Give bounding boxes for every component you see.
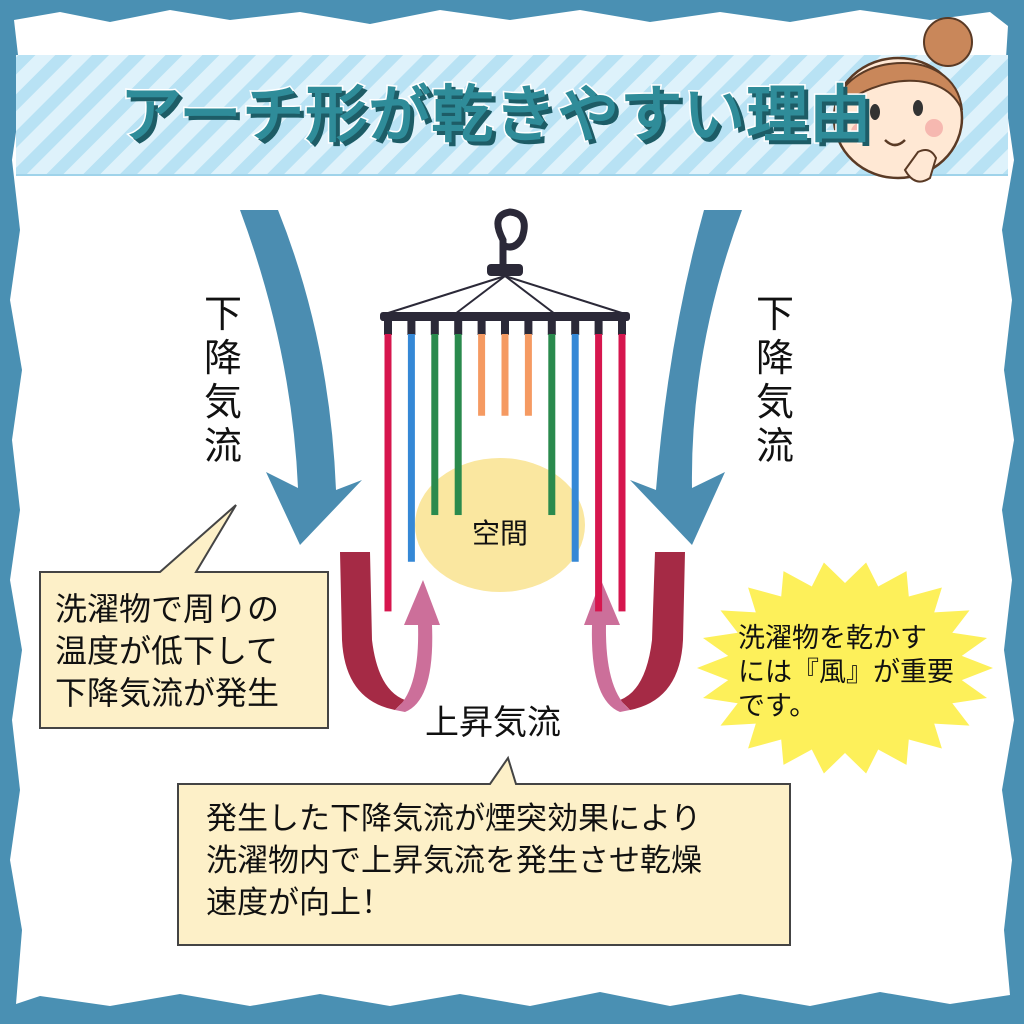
upflow-arrow-right-head [584, 580, 630, 712]
laundry-bar [595, 334, 603, 612]
hanger-clip [571, 321, 580, 335]
space-label: 空間 [472, 517, 529, 550]
hanger-clip [594, 321, 603, 335]
hanger-clip [501, 321, 509, 335]
laundry-bar [454, 334, 462, 516]
laundry-bar [431, 334, 439, 516]
left-bubble-line: 温度が低下して [55, 632, 279, 670]
hanger-clip [477, 321, 486, 335]
downflow-arrow-left [240, 210, 362, 545]
bottom-bubble-text: 発生した下降気流が煙突効果により 洗濯物内で上昇気流を発生させ乾燥 速度が向上！ [206, 798, 702, 924]
left-bubble-text: 洗濯物で周りの 温度が低下して 下降気流が発生 [55, 588, 279, 714]
hanger-clip [430, 321, 439, 335]
bottom-bubble-shape [177, 755, 791, 946]
hanger-clip [618, 321, 626, 335]
laundry-bar [524, 334, 532, 416]
burst-line: です。 [738, 691, 817, 722]
laundry-bar [478, 334, 486, 416]
upflow-label: 上昇気流 [425, 703, 561, 743]
bottom-bubble-line: 発生した下降気流が煙突効果により [206, 801, 702, 837]
burst-text: 洗濯物を乾かす には『風』が重要 です。 [738, 622, 954, 724]
mascot-girl-icon [832, 17, 973, 183]
upflow-arrow-left-head [395, 580, 440, 712]
laundry-bar [384, 334, 392, 612]
bottom-bubble-line: 速度が向上！ [206, 885, 392, 921]
burst-line: には『風』が重要 [738, 657, 954, 688]
hanger-clip [547, 321, 556, 335]
downflow-arrow-right [630, 210, 742, 545]
laundry-bar [571, 334, 579, 562]
left-bubble-line: 下降気流が発生 [55, 674, 280, 712]
arch-hanger [380, 208, 630, 612]
burst-shape [697, 562, 993, 774]
upflow-arrow-right [620, 552, 685, 710]
downflow-label-right: 下降気流 [755, 292, 794, 468]
hanger-clip [407, 321, 416, 335]
left-bubble-shape [39, 504, 329, 729]
burst-line: 洗濯物を乾かす [738, 623, 927, 654]
bottom-bubble-line: 洗濯物内で上昇気流を発生させ乾燥 [206, 843, 702, 879]
hanger-clip [384, 321, 392, 335]
laundry-bar [618, 334, 626, 612]
page-title: アーチ形が乾きやすい理由 [119, 77, 873, 153]
upflow-arrow-left [340, 552, 405, 710]
hanger-clip [454, 321, 463, 335]
laundry-bar [501, 334, 509, 416]
laundry-bar [407, 334, 415, 562]
laundry-bar [548, 334, 556, 516]
left-bubble-line: 洗濯物で周りの [55, 590, 280, 628]
hanger-clip [524, 321, 533, 335]
downflow-label-left: 下降気流 [203, 292, 242, 468]
